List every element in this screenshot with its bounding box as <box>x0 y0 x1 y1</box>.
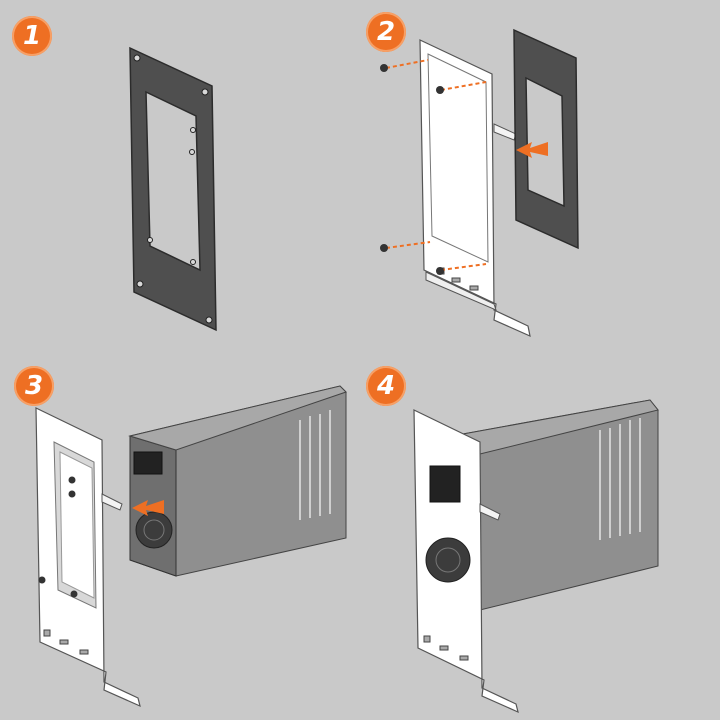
screw-icon <box>380 244 388 252</box>
step-4-bracket-icon <box>413 409 519 714</box>
screw-icon <box>436 267 444 275</box>
step-2-arrow-icon <box>516 142 548 158</box>
step-3-arrow-icon <box>132 500 164 516</box>
step-1-badge: 1 <box>12 16 52 56</box>
step-2-screws <box>380 59 487 275</box>
step-1-adapter-plate-icon <box>129 46 217 332</box>
step-2-adapter-plate-icon <box>513 28 579 250</box>
screw-icon <box>380 64 388 72</box>
step-3-badge: 3 <box>14 366 54 406</box>
step-3-psu-icon <box>128 385 347 577</box>
screw-icon <box>68 490 76 498</box>
screw-icon <box>70 590 78 598</box>
step-4-psu-icon <box>429 399 659 611</box>
step-2-badge: 2 <box>366 12 406 52</box>
screw-icon <box>38 576 46 584</box>
step-4-badge: 4 <box>366 366 406 406</box>
screw-icon <box>68 476 76 484</box>
screw-icon <box>436 86 444 94</box>
step-3-bracket-icon <box>35 407 141 708</box>
step-2-bracket-icon <box>419 39 531 338</box>
